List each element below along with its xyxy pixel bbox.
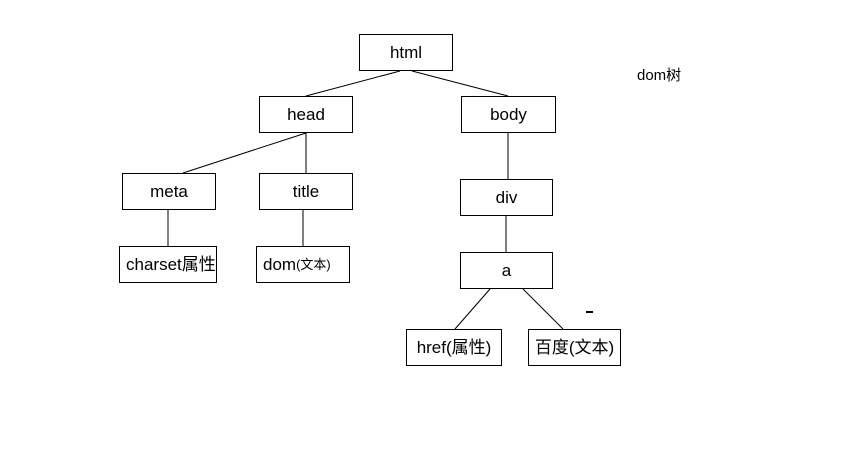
- node-meta: meta: [122, 173, 216, 210]
- node-baidu: 百度(文本): [528, 329, 621, 366]
- node-charset: charset属性: [119, 246, 217, 283]
- node-body: body: [461, 96, 556, 133]
- diagram-caption: dom树: [637, 67, 682, 84]
- node-label: head: [287, 105, 325, 124]
- stray-dash-mark: [586, 311, 593, 313]
- node-label: div: [495, 188, 518, 207]
- edge-a-to-baidu: [522, 288, 564, 330]
- node-label: html: [389, 43, 423, 62]
- edge-head-to-meta: [182, 132, 307, 174]
- node-label: charset属性: [126, 255, 216, 274]
- node-sublabel: (文本): [296, 257, 331, 272]
- node-html: html: [359, 34, 453, 71]
- node-href: href(属性): [406, 329, 502, 366]
- node-label: a: [501, 261, 512, 280]
- node-head: head: [259, 96, 353, 133]
- node-label: title: [292, 182, 320, 201]
- node-div: div: [460, 179, 553, 216]
- edge-html-to-body: [411, 70, 509, 97]
- node-label: body: [490, 105, 527, 124]
- node-label: href(属性): [416, 338, 492, 357]
- node-label: 百度(文本): [534, 338, 615, 357]
- node-domtext: dom(文本): [256, 246, 350, 283]
- node-label: meta: [150, 182, 188, 201]
- node-title: title: [259, 173, 353, 210]
- edge-html-to-head: [305, 70, 401, 97]
- node-a: a: [460, 252, 553, 289]
- edge-a-to-href: [454, 288, 491, 330]
- node-label: dom: [263, 255, 297, 274]
